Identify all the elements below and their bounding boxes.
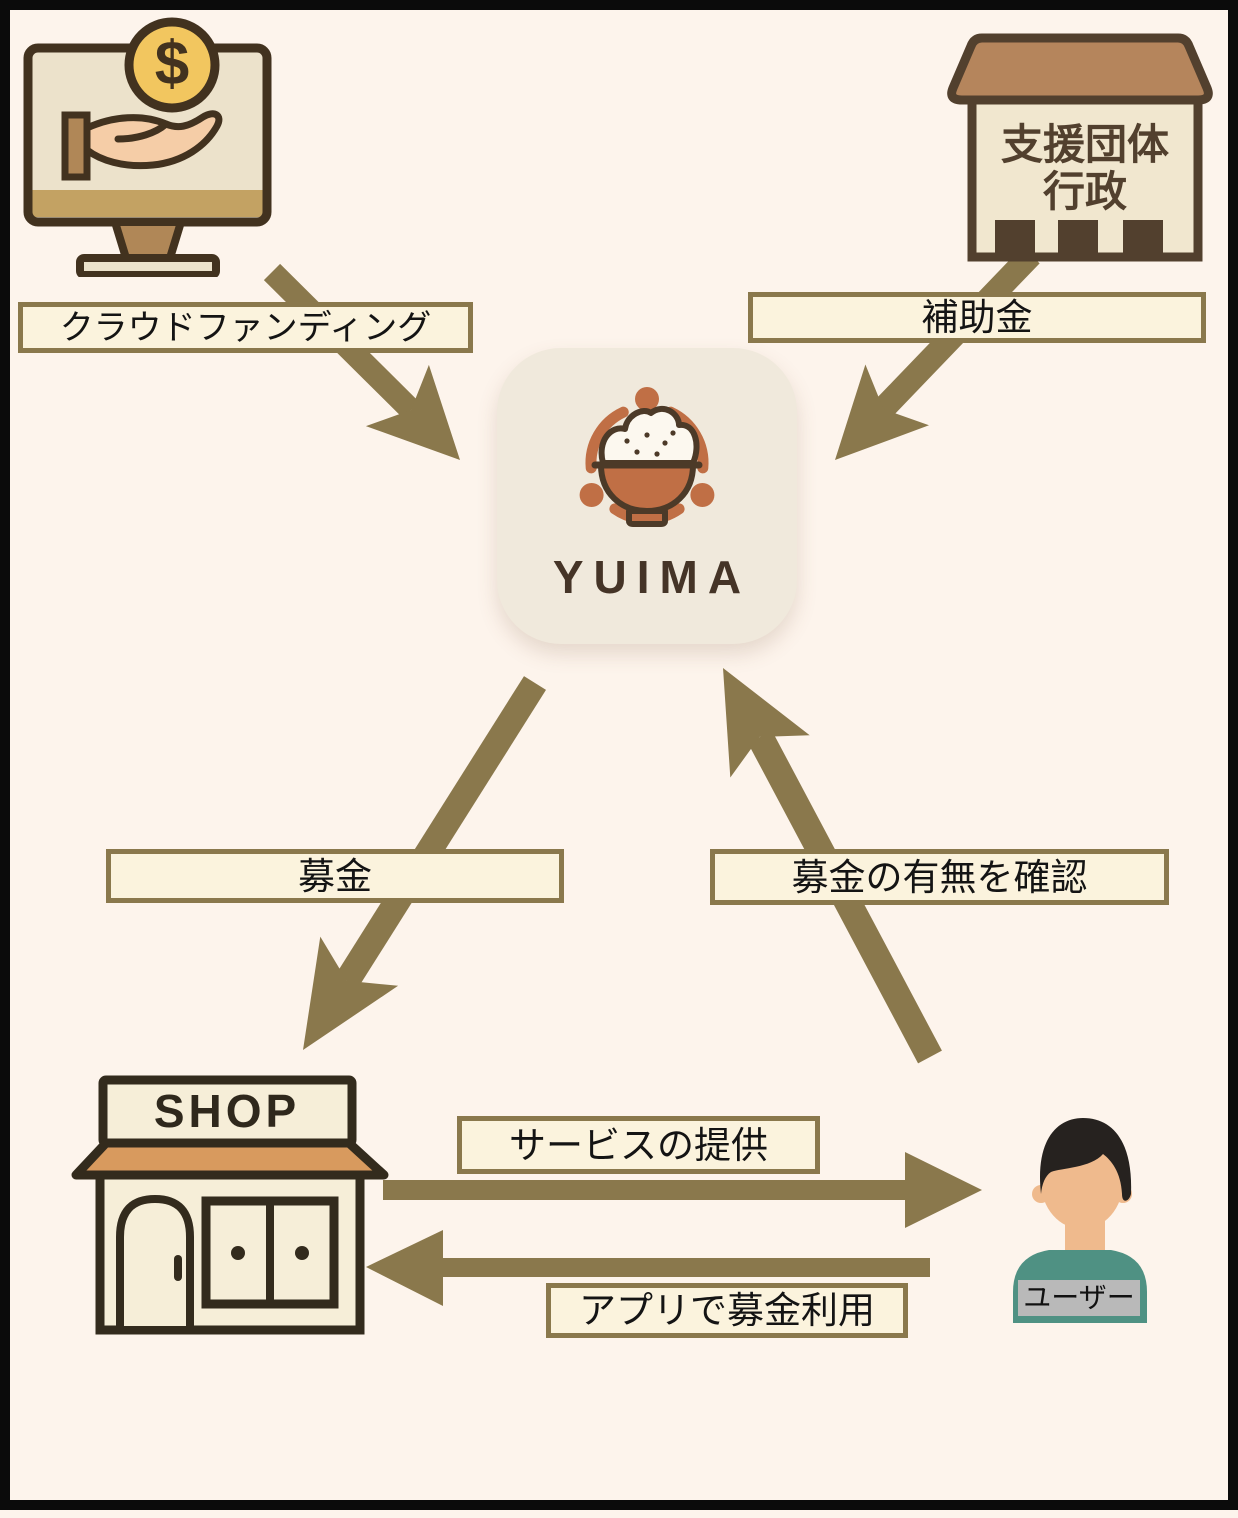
label-subsidy: 補助金	[748, 292, 1206, 343]
yuima-logo	[579, 387, 715, 527]
shop-window	[201, 1196, 339, 1309]
open-hand-icon	[83, 110, 223, 170]
shop-sign-text: SHOP	[154, 1085, 300, 1137]
government-label-line1: 支援団体	[1001, 121, 1169, 168]
government-building-icon: 支援団体 行政	[947, 33, 1213, 262]
building-roof	[947, 33, 1213, 105]
label-crowdfunding: クラウドファンディング	[18, 302, 473, 353]
user-badge	[1018, 1280, 1140, 1316]
door-handle	[174, 1255, 182, 1281]
dollar-coin-icon: $	[124, 17, 220, 113]
yuima-app-icon: YUIMA	[497, 348, 797, 644]
crowdfunding-monitor-icon: $	[23, 17, 272, 277]
label-donation-check: 募金の有無を確認	[710, 849, 1169, 905]
label-app-donation-use: アプリで募金利用	[546, 1283, 908, 1338]
dollar-sign: $	[155, 29, 189, 98]
app-name: YUIMA	[552, 551, 752, 603]
arrow-crowdfunding-to-app	[263, 263, 460, 460]
user-badge-text: ユーザー	[1023, 1282, 1134, 1313]
shop-building-icon: SHOP	[71, 1075, 389, 1335]
label-donation: 募金	[106, 849, 564, 903]
arrow-shop-to-user	[383, 1152, 982, 1228]
shop-door	[116, 1194, 194, 1334]
label-service-provision: サービスの提供	[457, 1116, 820, 1174]
user-hair	[1040, 1118, 1132, 1201]
government-label-line2: 行政	[1043, 168, 1127, 215]
user-person-icon: ユーザー	[1013, 1118, 1147, 1323]
rice-bowl-icon	[591, 405, 703, 527]
arrow-user-to-shop	[366, 1230, 930, 1306]
arrow-government-to-app	[835, 246, 1040, 460]
arrow-app-to-shop	[303, 676, 546, 1050]
shop-awning	[71, 1138, 389, 1180]
